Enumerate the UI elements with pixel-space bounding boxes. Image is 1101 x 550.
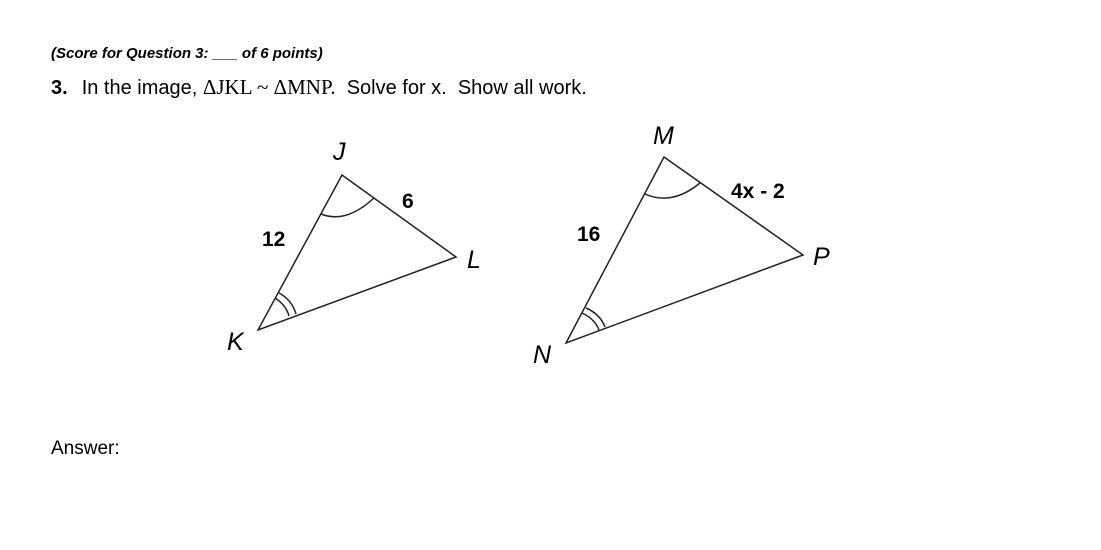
vertex-label-k: K xyxy=(227,328,245,356)
question-prompt: 3. In the image, ΔJKL ~ ΔMNP. Solve for x… xyxy=(51,75,587,100)
vertex-label-p: P xyxy=(813,243,830,271)
similarity-statement: ΔJKL ~ ΔMNP. xyxy=(202,75,336,99)
vertex-label-m: M xyxy=(653,122,674,150)
side-label-jk: 12 xyxy=(262,228,285,251)
score-blank: ___ xyxy=(212,45,238,62)
triangle-mnp xyxy=(564,155,805,345)
angle-j-arc xyxy=(320,197,375,218)
question-number: 3. xyxy=(51,77,68,99)
triangle-jkl xyxy=(256,173,458,332)
side-label-mn: 16 xyxy=(577,223,600,246)
vertex-label-l: L xyxy=(467,246,481,274)
score-line: (Score for Question 3: ___ of 6 points) xyxy=(51,45,323,62)
angle-k-arc-outer xyxy=(274,297,290,317)
angle-n-arc-outer xyxy=(581,312,600,331)
angle-k-arc-inner xyxy=(278,292,297,315)
triangle-jkl-outline xyxy=(256,173,458,332)
vertex-label-j: J xyxy=(332,138,346,166)
side-label-mp: 4x - 2 xyxy=(731,180,785,203)
score-prefix: (Score for Question 3: xyxy=(51,45,213,62)
triangle-mnp-outline xyxy=(564,155,805,345)
angle-n-arc-inner xyxy=(585,307,606,328)
side-label-jl: 6 xyxy=(402,190,414,213)
question-text-before: In the image, xyxy=(81,77,203,99)
angle-m-arc xyxy=(644,182,701,199)
answer-label: Answer: xyxy=(51,438,120,459)
score-suffix: of 6 points) xyxy=(237,45,323,62)
question-text-after: Solve for x. Show all work. xyxy=(335,77,587,99)
vertex-label-n: N xyxy=(533,341,552,369)
